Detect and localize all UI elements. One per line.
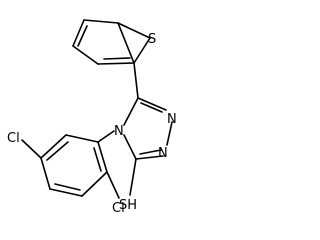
atom-label-thiophene-sulfur: S [148, 32, 156, 47]
molecule-canvas: S N N N SH Cl Cl [7, 19, 177, 216]
bond [81, 171, 108, 197]
bond [97, 141, 108, 173]
dichlorophenyl-ring [21, 130, 120, 199]
bond [46, 141, 69, 161]
atom-label-chlorine-lower: Cl [112, 201, 125, 216]
bond [106, 171, 120, 199]
atom-label-thiol: SH [119, 198, 137, 213]
atom-label-n1: N [167, 112, 177, 127]
bond [117, 22, 151, 39]
bond [135, 155, 164, 160]
bond [40, 157, 51, 190]
molecule-structure: S N N N SH Cl Cl [7, 19, 177, 216]
bond [93, 147, 102, 172]
bond [21, 139, 42, 159]
bond [123, 97, 139, 126]
triazole-ring [123, 97, 173, 160]
bond [139, 149, 162, 155]
bond [133, 37, 151, 64]
bond [97, 62, 135, 65]
atom-label-n4: N [114, 124, 124, 139]
bond [129, 158, 137, 196]
atom-label-n2: N [158, 146, 168, 161]
bond [65, 134, 99, 143]
bond [137, 97, 167, 111]
bond [133, 62, 139, 99]
bond [40, 134, 67, 159]
bond [97, 130, 115, 143]
bond [72, 45, 99, 65]
bond [117, 22, 135, 64]
bond [49, 188, 83, 197]
bond [123, 134, 137, 160]
atom-label-chlorine-upper: Cl [7, 131, 20, 146]
bond [54, 183, 81, 191]
thiophene-ring [72, 19, 151, 65]
bond [103, 57, 131, 60]
bond [83, 19, 119, 24]
bond [166, 121, 173, 146]
bond [72, 19, 85, 47]
bond [140, 102, 163, 113]
bond [77, 25, 88, 47]
